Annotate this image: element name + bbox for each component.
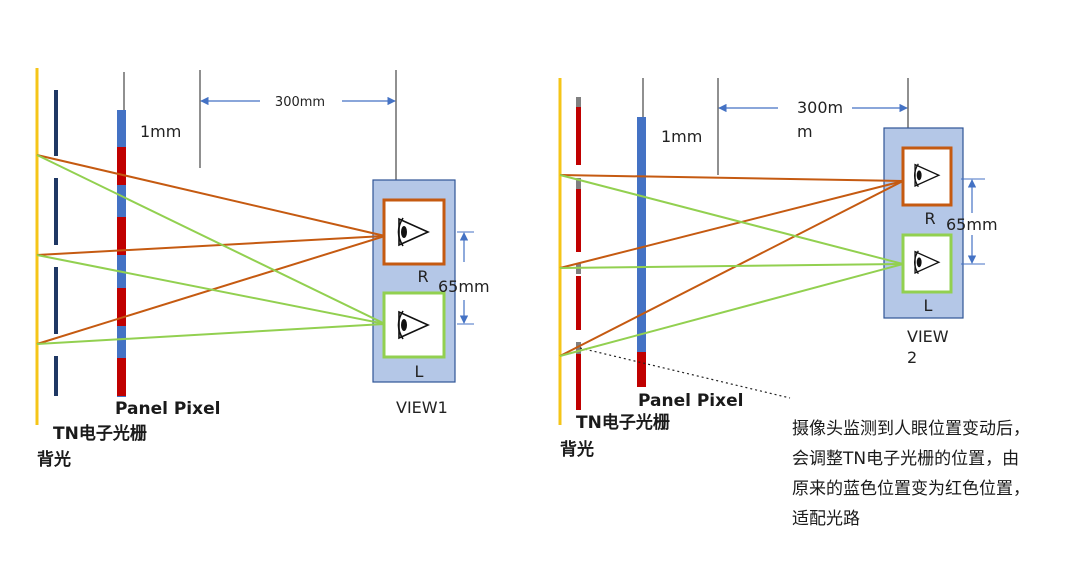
right-distance-label-1: 300m bbox=[797, 98, 843, 117]
right-rays-green bbox=[559, 174, 904, 357]
left-right-eye-box bbox=[382, 198, 446, 266]
left-eye-spacing-label: 65mm bbox=[438, 277, 490, 296]
right-right-eye-label: R bbox=[924, 209, 935, 228]
right-barrier bbox=[576, 97, 581, 410]
left-left-eye-label: L bbox=[415, 362, 424, 381]
right-left-eye-label: L bbox=[924, 296, 933, 315]
right-backlight-label: 背光 bbox=[560, 439, 594, 460]
right-distance-label-2: m bbox=[797, 122, 813, 141]
left-rays-green bbox=[36, 154, 386, 345]
left-panel-pixel bbox=[117, 110, 126, 397]
right-right-eye-box bbox=[901, 146, 953, 207]
note-line: 原来的蓝色位置变为红色位置， bbox=[792, 479, 1030, 499]
right-diagram: 300m m 1mm R L 65mm VIEW 2 Panel Pixel bbox=[558, 78, 998, 460]
left-backlight-label: 背光 bbox=[37, 449, 71, 470]
left-distance-label: 300mm bbox=[275, 95, 325, 110]
right-rays-orange bbox=[559, 174, 904, 357]
left-rays-orange bbox=[36, 154, 386, 345]
left-left-eye-box bbox=[382, 291, 446, 359]
right-gap-label: 1mm bbox=[661, 127, 702, 146]
note-line: 摄像头监测到人眼位置变动后， bbox=[792, 419, 1030, 439]
note-line: 会调整TN电子光栅的位置，由 bbox=[792, 449, 1020, 469]
left-panel-label: Panel Pixel bbox=[115, 399, 220, 419]
right-view-label-1: VIEW bbox=[907, 327, 949, 346]
right-left-eye-box bbox=[901, 233, 953, 294]
left-view-label: VIEW1 bbox=[396, 398, 448, 417]
left-right-eye-label: R bbox=[417, 267, 428, 286]
right-view-label-2: 2 bbox=[907, 348, 917, 367]
left-gap-label: 1mm bbox=[140, 122, 181, 141]
right-callout-line bbox=[579, 347, 791, 399]
left-diagram: 300mm 1mm R L 65mm VIEW1 Panel Pixel TN电… bbox=[35, 68, 490, 470]
right-eye-spacing-label: 65mm bbox=[946, 215, 998, 234]
right-panel-label: Panel Pixel bbox=[638, 391, 743, 411]
left-barrier-label: TN电子光栅 bbox=[53, 423, 147, 444]
explanation-note: 摄像头监测到人眼位置变动后， 会调整TN电子光栅的位置，由 原来的蓝色位置变为红… bbox=[792, 414, 1082, 534]
note-line: 适配光路 bbox=[792, 509, 860, 529]
right-barrier-label: TN电子光栅 bbox=[576, 412, 670, 433]
right-panel-pixel bbox=[637, 117, 646, 387]
